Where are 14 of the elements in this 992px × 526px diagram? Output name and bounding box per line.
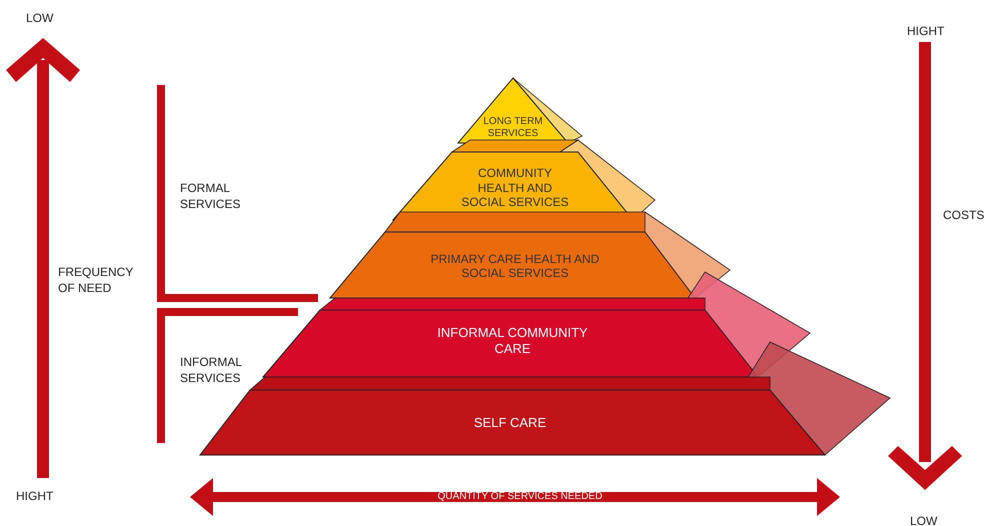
scale-label: LOW bbox=[26, 11, 54, 25]
tier-label: SELF CARE bbox=[474, 415, 546, 431]
group-label: FORMAL SERVICES bbox=[180, 181, 240, 212]
scale-label: HIGHT bbox=[907, 24, 944, 38]
scale-label: LOW bbox=[910, 514, 938, 526]
tier-label: INFORMAL COMMUNITY CARE bbox=[436, 325, 589, 357]
axis-label: QUANTITY OF SERVICES NEEDED bbox=[438, 491, 602, 502]
tier-label: LONG TERM SERVICES bbox=[482, 116, 544, 140]
tier-label: PRIMARY CARE HEALTH AND SOCIAL SERVICES bbox=[430, 252, 600, 280]
axis-label: FREQUENCY OF NEED bbox=[58, 265, 134, 296]
axis-label: COSTS bbox=[943, 208, 984, 222]
scale-label: HIGHT bbox=[16, 489, 54, 503]
group-label: INFORMAL SERVICES bbox=[180, 355, 242, 386]
tier-label: COMMUNITY HEALTH AND SOCIAL SERVICES bbox=[460, 166, 570, 210]
